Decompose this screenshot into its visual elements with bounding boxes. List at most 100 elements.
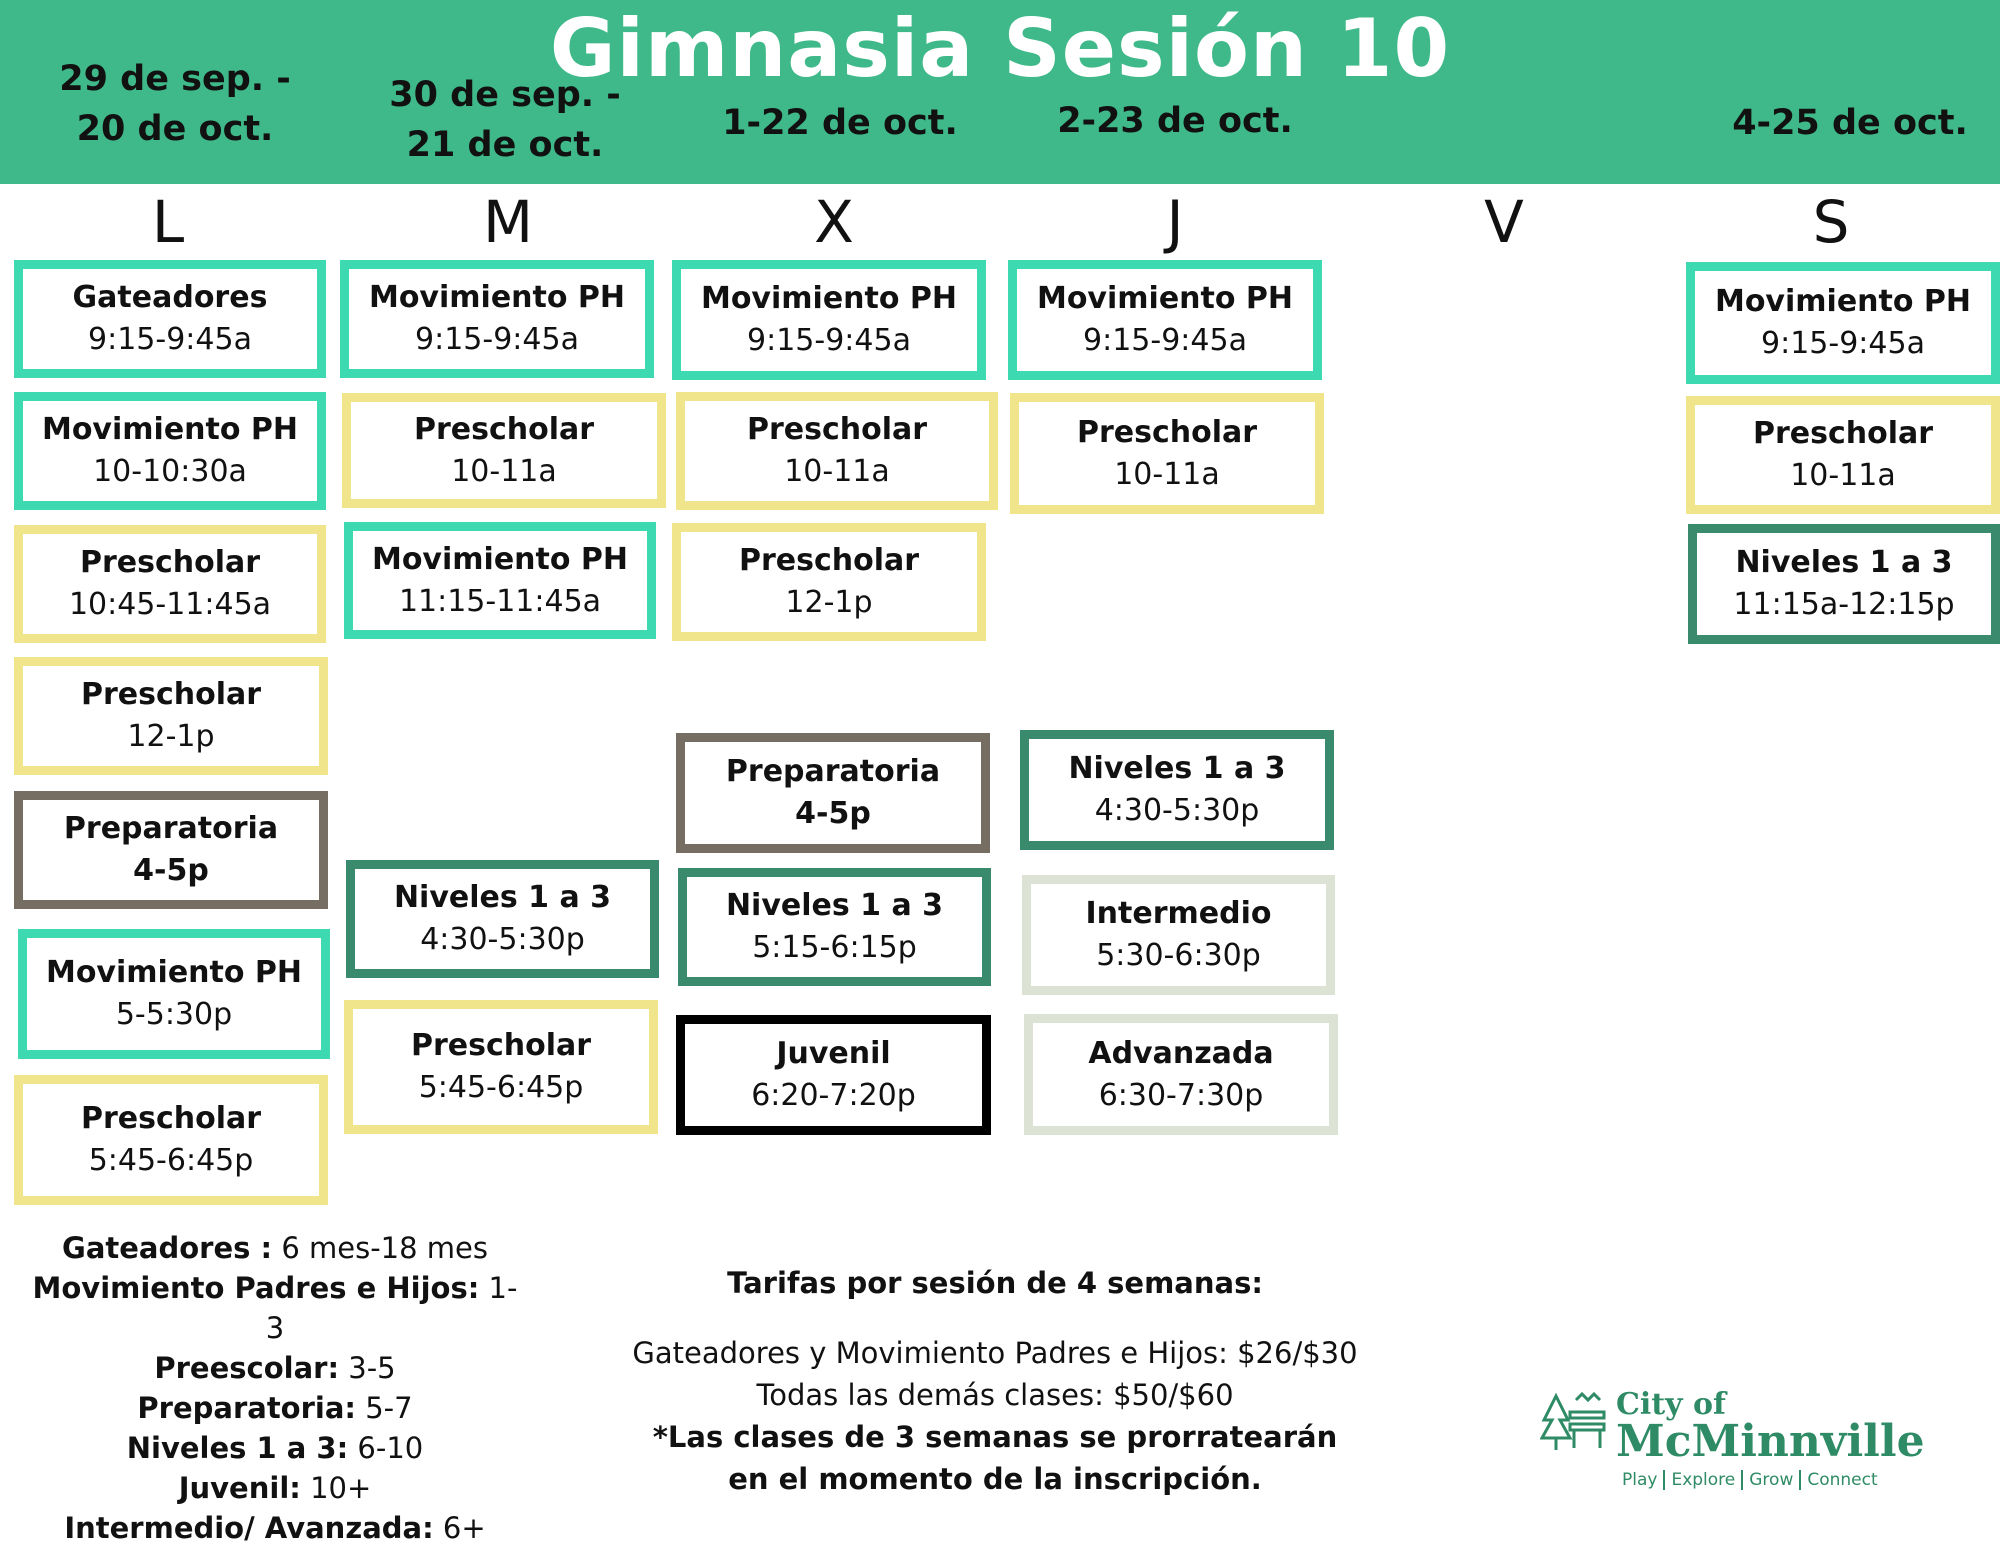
class-card: Movimiento PH 9:15-9:45a — [1686, 262, 2000, 384]
class-time: 10-11a — [784, 454, 890, 489]
age-label: Gateadores : — [62, 1231, 273, 1265]
class-time: 11:15-11:45a — [398, 583, 602, 619]
date-range-monday: 29 de sep. - 20 de oct. — [40, 54, 310, 154]
age-label: Preparatoria: — [137, 1391, 357, 1425]
class-card: Preparatoria 4-5p — [14, 791, 328, 909]
class-name: Prescholar — [1752, 416, 1934, 451]
day-label-saturday: S — [1812, 188, 1850, 256]
date-range-saturday: 4-25 de oct. — [1732, 103, 1968, 143]
class-name: Prescholar — [746, 412, 928, 447]
age-label: Juvenil: — [178, 1471, 301, 1505]
class-time: 4-5p — [795, 796, 871, 831]
class-time: 6:30-7:30p — [1098, 1077, 1264, 1113]
class-card: Advanzada 6:30-7:30p — [1024, 1014, 1338, 1135]
class-name: Intermedio — [1085, 896, 1272, 931]
class-name: Movimiento PH — [371, 541, 629, 577]
age-row: Niveles 1 a 3: 6-10 — [30, 1428, 520, 1468]
age-label: Niveles 1 a 3: — [126, 1431, 349, 1465]
age-label: Intermedio/ Avanzada: — [64, 1511, 434, 1545]
class-name: Movimiento PH — [1036, 281, 1294, 316]
class-name: Prescholar — [738, 543, 920, 578]
class-name: Niveles 1 a 3 — [1068, 751, 1286, 786]
class-time: 10-11a — [1114, 456, 1220, 492]
class-time: 10-11a — [1790, 458, 1896, 493]
date-line: 21 de oct. — [406, 125, 604, 165]
class-name: Prescholar — [79, 545, 261, 580]
class-time: 9:15-9:45a — [747, 323, 911, 358]
logo-tag: Play — [1622, 1470, 1658, 1490]
class-name: Movimiento PH — [368, 280, 626, 315]
age-row: Preescolar: 3-5 — [30, 1348, 520, 1388]
class-card: Juvenil 6:20-7:20p — [676, 1015, 991, 1135]
class-card: Prescholar 12-1p — [14, 657, 328, 775]
logo-tag: Connect — [1799, 1470, 1884, 1490]
class-time: 9:15-9:45a — [1083, 323, 1247, 358]
tree-bench-icon — [1539, 1391, 1606, 1450]
class-time: 9:15-9:45a — [88, 322, 252, 357]
class-time: 4:30-5:30p — [420, 922, 585, 957]
class-card: Preparatoria 4-5p — [676, 733, 990, 853]
class-time: 11:15a-12:15p — [1733, 587, 1955, 622]
age-row: Juvenil: 10+ — [30, 1468, 520, 1508]
class-name: Movimiento PH — [41, 412, 299, 447]
page-title: Gimnasia Sesión 10 — [549, 2, 1451, 95]
class-card: Movimiento PH 9:15-9:45a — [1008, 260, 1322, 380]
class-card: Prescholar 10-11a — [342, 393, 666, 508]
class-time: 12-1p — [127, 719, 215, 754]
age-value: 6 mes-18 mes — [272, 1231, 488, 1265]
class-card: Prescholar 5:45-6:45p — [14, 1075, 328, 1205]
class-time: 9:15-9:45a — [1761, 326, 1925, 361]
date-line: 30 de sep. - — [389, 75, 621, 115]
class-time: 5:45-6:45p — [418, 1070, 584, 1105]
class-name: Niveles 1 a 3 — [725, 888, 944, 923]
age-value: 5-7 — [356, 1391, 413, 1425]
class-name: Preparatoria — [63, 811, 279, 846]
age-value: 6-10 — [348, 1431, 424, 1465]
age-legend: Gateadores : 6 mes-18 mes Movimiento Pad… — [30, 1228, 520, 1548]
class-card: Prescholar 5:45-6:45p — [344, 1000, 658, 1134]
date-range-tuesday: 30 de sep. - 21 de oct. — [370, 70, 640, 170]
class-name: Prescholar — [80, 1101, 262, 1136]
age-row: Gateadores : 6 mes-18 mes — [30, 1228, 520, 1268]
class-time: 5:15-6:15p — [752, 930, 917, 965]
class-card: Prescholar 10-11a — [676, 392, 998, 510]
day-label-tuesday: M — [482, 188, 534, 256]
age-row: Movimiento Padres e Hijos: 1-3 — [30, 1268, 520, 1348]
class-name: Niveles 1 a 3 — [1735, 545, 1953, 580]
age-label: Movimiento Padres e Hijos: — [32, 1271, 480, 1305]
class-time: 6:20-7:20p — [751, 1078, 916, 1113]
class-name: Juvenil — [776, 1036, 891, 1071]
class-card: Prescholar 12-1p — [672, 523, 986, 641]
class-name: Advanzada — [1088, 1035, 1274, 1071]
class-card: Prescholar 10-11a — [1010, 393, 1324, 514]
age-label: Preescolar: — [154, 1351, 340, 1385]
class-card: Prescholar 10:45-11:45a — [14, 525, 326, 643]
class-time: 9:15-9:45a — [415, 322, 579, 357]
class-card: Movimiento PH 9:15-9:45a — [672, 260, 986, 380]
age-value: 10+ — [300, 1471, 372, 1505]
class-name: Movimiento PH — [1714, 284, 1972, 319]
class-time: 12-1p — [785, 585, 873, 620]
date-range-wednesday: 1-22 de oct. — [722, 103, 958, 143]
logo-tag: Explore — [1663, 1470, 1742, 1490]
day-label-wednesday: X — [814, 188, 854, 256]
class-card: Niveles 1 a 3 4:30-5:30p — [346, 860, 659, 978]
class-time: 4-5p — [133, 853, 209, 888]
age-value: 6+ — [433, 1511, 486, 1545]
class-card: Movimiento PH 10-10:30a — [14, 392, 326, 510]
class-card: Niveles 1 a 3 4:30-5:30p — [1020, 730, 1334, 850]
class-time: 10-11a — [451, 453, 557, 489]
logo-wordmark: City of McMinnville — [1616, 1390, 1925, 1464]
age-row: Preparatoria: 5-7 — [30, 1388, 520, 1428]
class-name: Prescholar — [80, 677, 262, 712]
fees-heading: Tarifas por sesión de 4 semanas: — [727, 1266, 1263, 1300]
fees-section: Tarifas por sesión de 4 semanas: Gateado… — [600, 1262, 1390, 1500]
class-card: Movimiento PH 9:15-9:45a — [340, 260, 654, 378]
logo-name: McMinnville — [1616, 1416, 1925, 1467]
class-name: Gateadores — [72, 280, 268, 315]
class-card: Intermedio 5:30-6:30p — [1022, 875, 1335, 995]
class-time: 10-10:30a — [93, 454, 247, 489]
class-card: Gateadores 9:15-9:45a — [14, 260, 326, 378]
